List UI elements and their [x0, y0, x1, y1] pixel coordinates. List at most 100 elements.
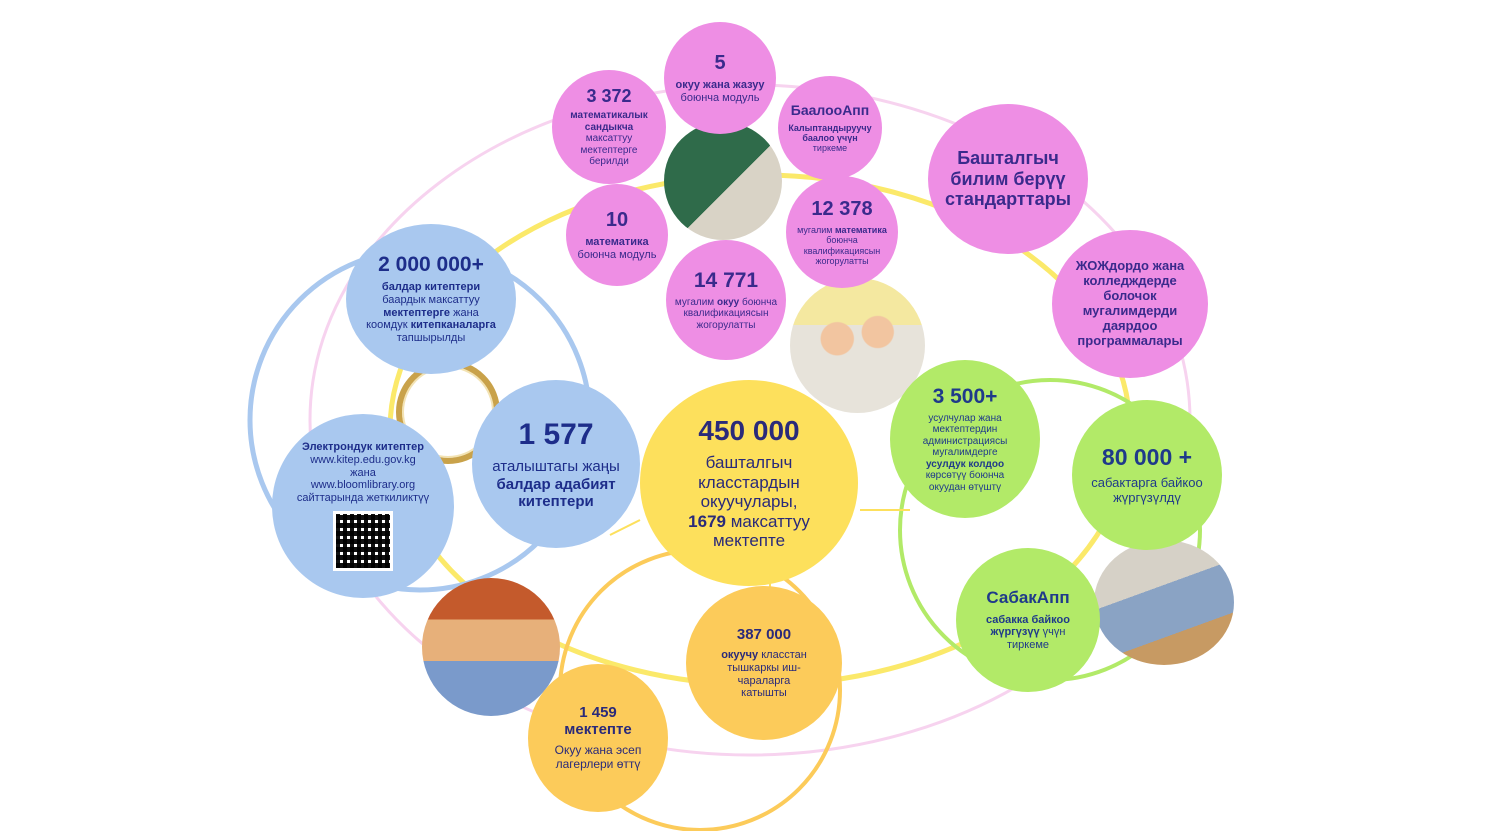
reading-module-count: 5	[714, 51, 726, 74]
baaloo-app-text1: Калыптандыруучу	[788, 122, 872, 133]
circle-reading-module: 5 окуу жана жазуу боюнча модуль	[664, 22, 776, 134]
math-teachers-text1: мугалим	[797, 224, 833, 235]
reading-teachers-text4: жогорулатты	[696, 319, 756, 331]
camps-text1: Окуу жана эсеп	[554, 743, 642, 758]
ebooks-and: жана	[350, 466, 376, 479]
reading-teachers-line1: мугалим окуу боюнча	[675, 297, 777, 309]
children-books-count: 2 000 000+	[378, 253, 484, 277]
methodists-text6: окуудан өтүштү	[928, 481, 1002, 493]
center-line4: 1679 максаттуу	[688, 512, 810, 532]
camps-count: 1 459	[579, 703, 617, 721]
children-activity-photo	[422, 578, 560, 716]
circle-teacher-training: ЖОЖдордо жана колледждерде болочок мугал…	[1052, 230, 1208, 378]
sabak-app-title: СабакАпп	[986, 588, 1070, 608]
new-titles-bold2: китептери	[518, 492, 594, 510]
center-line2: класстардын	[698, 472, 800, 492]
circle-baaloo-app: БаалооАпп Калыптандыруучу баалоо үчүн ти…	[778, 76, 882, 180]
math-kits-bold1: математикалык	[570, 110, 648, 122]
baaloo-app-title: БаалооАпп	[790, 102, 870, 119]
circle-math-teachers: 12 378 мугалим математика боюнча квалифи…	[786, 176, 898, 288]
center-line5: мектепте	[712, 531, 786, 551]
circle-extracurricular: 387 000 окуучу класстан тышкаркы иш- чар…	[686, 586, 842, 740]
teacher-training-line4: мугалимдерди	[1082, 303, 1178, 318]
new-titles-text1: аталыштагы жаңы	[492, 458, 620, 476]
new-titles-bold1: балдар адабият	[496, 475, 616, 493]
students-photo	[790, 278, 925, 413]
sabak-app-bold2: жүргүзүү	[990, 626, 1040, 639]
reading-module-bold: окуу жана жазуу	[675, 78, 765, 91]
methodists-text5: көрсөтүү боюнча	[925, 470, 1005, 482]
observations-count: 80 000 +	[1101, 443, 1193, 470]
sabak-app-line2: жүргүзүү үчүн	[991, 626, 1066, 639]
baaloo-app-text2: баалоо үчүн	[802, 132, 858, 143]
circle-ebooks: Электрондук китептер www.kitep.edu.gov.k…	[272, 414, 454, 598]
methodists-bold: усулдук колдоо	[925, 458, 1005, 470]
ebooks-site2[interactable]: www.bloomlibrary.org	[310, 479, 416, 492]
standards-line2: билим берүү	[950, 168, 1066, 189]
center-line4-text: максаттуу	[730, 511, 810, 531]
observations-text1: сабактарга байкоо	[1091, 475, 1203, 491]
circle-center-students: 450 000 башталгыч класстардын окуучулары…	[640, 380, 858, 586]
math-teachers-bold: математика	[835, 224, 887, 235]
math-kits-bold2: сандыкча	[584, 121, 634, 133]
math-teachers-count: 12 378	[811, 197, 873, 220]
circle-children-books: 2 000 000+ балдар китептери баардык макс…	[346, 224, 516, 374]
reading-teachers-count: 14 771	[693, 268, 759, 292]
math-module-text: боюнча модуль	[577, 248, 657, 261]
circle-camps: 1 459 мектепте Окуу жана эсеп лагерлери …	[528, 664, 668, 812]
circle-standards: Башталгыч билим берүү стандарттары	[928, 104, 1088, 254]
math-kits-text3: берилди	[589, 156, 629, 168]
extracurricular-count: 387 000	[736, 626, 792, 644]
children-books-bold3: китепканаларга	[410, 319, 496, 332]
children-books-bold2: мектептерге	[383, 306, 451, 319]
teacher-training-line3: болочок	[1103, 288, 1157, 304]
teacher-training-line1: ЖОЖдордо жана	[1075, 258, 1185, 274]
standards-line3: стандарттары	[945, 189, 1071, 210]
circle-observations: 80 000 + сабактарга байкоо жүргүзүлдү	[1072, 400, 1222, 550]
ebooks-bold: Электрондук китептер	[302, 441, 424, 454]
children-books-text2: жана	[453, 306, 479, 319]
children-books-text1: баардык максаттуу	[382, 294, 480, 307]
reading-teachers-text2: боюнча	[742, 296, 778, 308]
observations-text2: жүргүзүлдү	[1113, 490, 1181, 506]
teacher-training-line2: колледждерде	[1083, 273, 1177, 289]
math-kits-count: 3 372	[586, 86, 632, 107]
reading-teachers-bold: окуу	[716, 296, 740, 308]
center-students-count: 450 000	[698, 415, 800, 447]
methodists-text2: мектептердин	[932, 424, 998, 436]
teacher-training-line6: программалары	[1077, 332, 1183, 348]
math-teachers-text2: боюнча	[826, 235, 858, 246]
arrow-left	[609, 519, 641, 536]
methodists-text1: усулчулар жана	[928, 412, 1002, 424]
sabak-app-bold1: сабакка байкоо	[986, 613, 1070, 626]
methodists-count: 3 500+	[932, 384, 998, 408]
children-books-bold1: балдар китептери	[381, 281, 481, 294]
camps-bold: мектепте	[564, 721, 632, 739]
circle-math-kits: 3 372 математикалык сандыкча максаттуу м…	[552, 70, 666, 184]
math-kits-text1: максаттуу	[585, 133, 633, 145]
math-teachers-line1: мугалим математика	[797, 225, 887, 235]
reading-module-text: боюнча модуль	[680, 91, 760, 104]
circle-sabak-app: СабакАпп сабакка байкоо жүргүзүү үчүн ти…	[956, 548, 1100, 692]
math-kits-text2: мектептерге	[580, 144, 638, 156]
lesson-observation-photo	[1094, 540, 1234, 665]
children-books-line3: мектептерге жана	[383, 307, 479, 320]
center-line3: окуучулары,	[700, 492, 798, 512]
ebooks-available: сайттарында жеткиликтүү	[296, 491, 430, 504]
children-books-text4: тапшырылды	[396, 332, 466, 345]
ebooks-site1[interactable]: www.kitep.edu.gov.kg	[310, 454, 416, 467]
sabak-app-text1: үчүн	[1042, 626, 1066, 639]
center-schools-count: 1679	[688, 511, 726, 531]
methodists-text4: мугалимдерге	[932, 447, 998, 459]
circle-reading-teachers: 14 771 мугалим окуу боюнча квалификацияс…	[666, 240, 786, 360]
children-books-line4: коомдук китепканаларга	[366, 319, 496, 332]
math-module-bold: математика	[585, 235, 649, 248]
standards-line1: Башталгыч	[957, 147, 1059, 168]
reading-teachers-text3: квалификациясын	[683, 308, 769, 320]
math-module-count: 10	[605, 208, 629, 231]
extracurricular-text2: тышкаркы иш-	[727, 661, 801, 674]
methodists-text3: администрациясы	[922, 435, 1008, 447]
qr-code[interactable]	[333, 510, 393, 571]
baaloo-app-text3: тиркеме	[812, 143, 848, 154]
math-teachers-text3: квалификациясын	[803, 245, 881, 256]
